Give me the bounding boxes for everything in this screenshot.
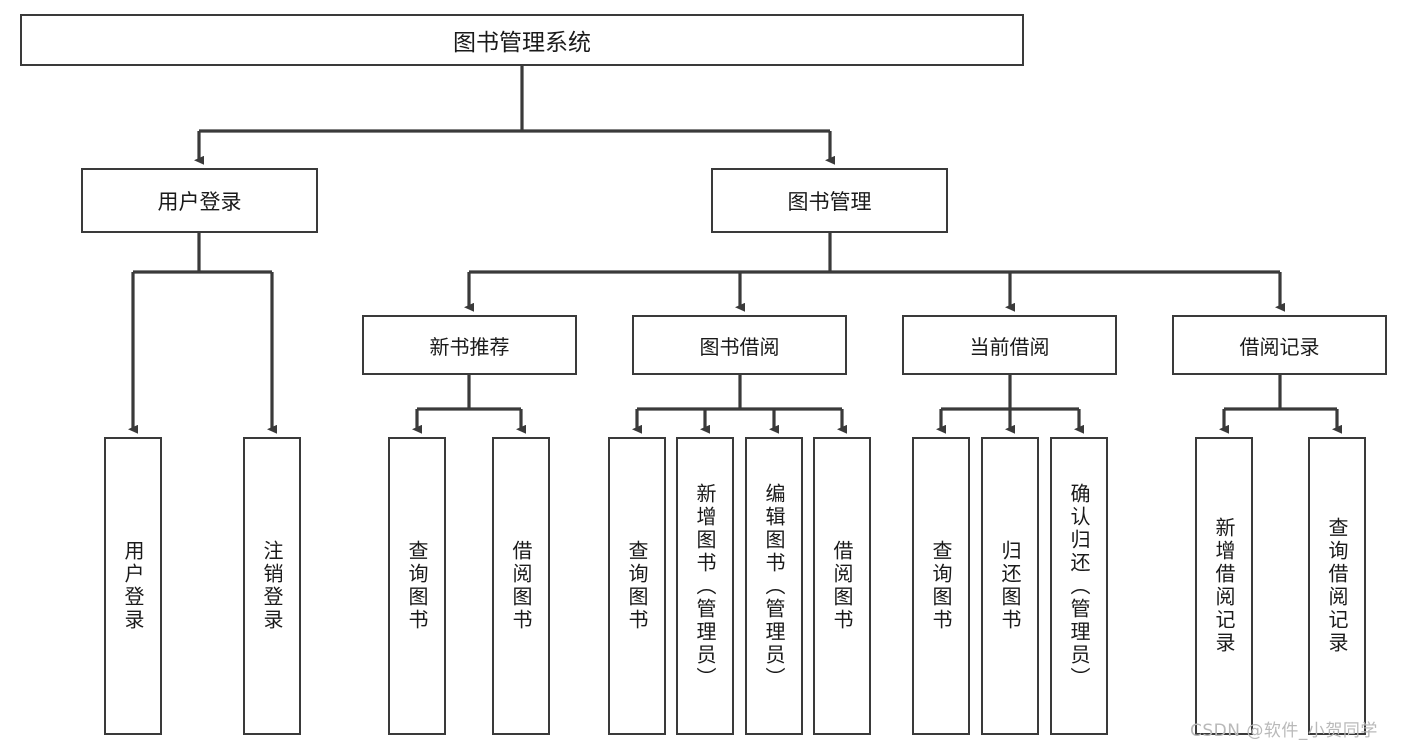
leaf-query-book-recommend-label: 查询图书	[405, 540, 429, 632]
node-borrow-record[interactable]: 借阅记录	[1172, 315, 1387, 375]
leaf-logout-login-label: 注销登录	[260, 540, 284, 632]
leaf-edit-book-admin-label: 编辑图书（管理员）	[762, 482, 786, 690]
leaf-return-book[interactable]: 归还图书	[981, 437, 1039, 735]
csdn-watermark: CSDN @软件_小贺同学	[1190, 721, 1378, 741]
leaf-borrow-book-recommend-label: 借阅图书	[509, 540, 533, 632]
leaf-query-book-borrow-label: 查询图书	[625, 540, 649, 632]
node-root-book-management-system[interactable]: 图书管理系统	[20, 14, 1024, 66]
node-root-label: 图书管理系统	[453, 30, 591, 56]
leaf-add-book-admin[interactable]: 新增图书（管理员）	[676, 437, 734, 735]
leaf-user-login-label: 用户登录	[121, 540, 145, 632]
leaf-borrow-book-recommend[interactable]: 借阅图书	[492, 437, 550, 735]
node-user-login-label: 用户登录	[157, 189, 242, 214]
node-borrow-record-label: 借阅记录	[1239, 334, 1320, 359]
node-book-management[interactable]: 图书管理	[711, 168, 948, 233]
node-book-management-label: 图书管理	[787, 189, 872, 214]
node-user-login[interactable]: 用户登录	[81, 168, 318, 233]
leaf-return-book-label: 归还图书	[998, 540, 1022, 632]
leaf-borrow-book-label: 借阅图书	[830, 540, 854, 632]
leaf-confirm-return-admin[interactable]: 确认归还（管理员）	[1050, 437, 1108, 735]
leaf-query-borrow-record[interactable]: 查询借阅记录	[1308, 437, 1366, 735]
leaf-query-book-current[interactable]: 查询图书	[912, 437, 970, 735]
leaf-logout-login[interactable]: 注销登录	[243, 437, 301, 735]
leaf-query-book-recommend[interactable]: 查询图书	[388, 437, 446, 735]
leaf-add-book-admin-label: 新增图书（管理员）	[693, 482, 717, 690]
leaf-query-book-current-label: 查询图书	[929, 540, 953, 632]
leaf-query-book-borrow[interactable]: 查询图书	[608, 437, 666, 735]
node-new-book-recommend-label: 新书推荐	[429, 334, 510, 359]
node-book-borrow-label: 图书借阅	[699, 334, 780, 359]
leaf-edit-book-admin[interactable]: 编辑图书（管理员）	[745, 437, 803, 735]
leaf-borrow-book[interactable]: 借阅图书	[813, 437, 871, 735]
node-new-book-recommend[interactable]: 新书推荐	[362, 315, 577, 375]
leaf-add-borrow-record-label: 新增借阅记录	[1212, 517, 1236, 655]
node-current-borrow[interactable]: 当前借阅	[902, 315, 1117, 375]
leaf-user-login[interactable]: 用户登录	[104, 437, 162, 735]
leaf-add-borrow-record[interactable]: 新增借阅记录	[1195, 437, 1253, 735]
node-current-borrow-label: 当前借阅	[969, 334, 1050, 359]
node-book-borrow[interactable]: 图书借阅	[632, 315, 847, 375]
leaf-query-borrow-record-label: 查询借阅记录	[1325, 517, 1349, 655]
leaf-confirm-return-admin-label: 确认归还（管理员）	[1067, 482, 1091, 690]
